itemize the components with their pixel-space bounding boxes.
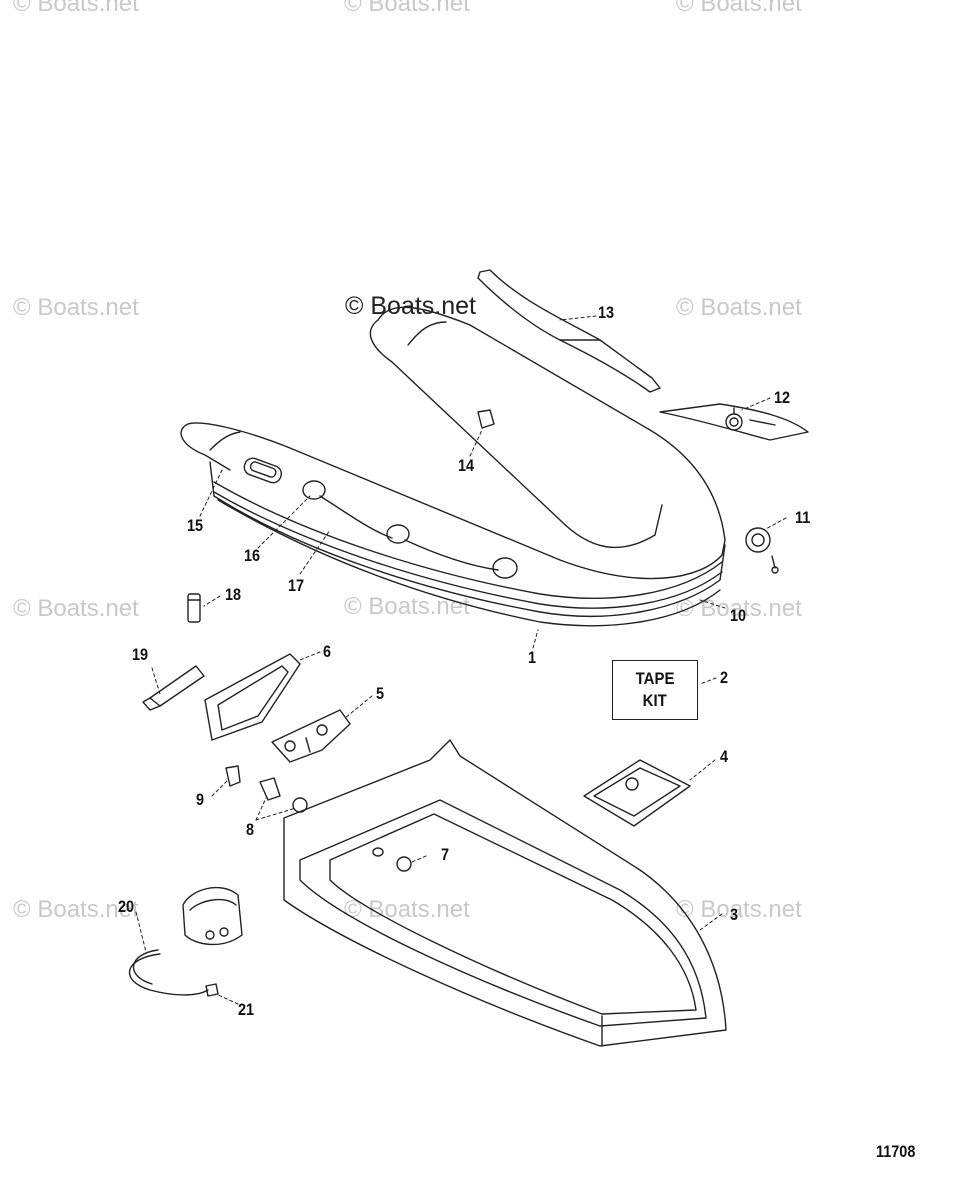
watermark-row4-left: © Boats.net (13, 896, 139, 923)
callout-10: 10 (730, 606, 747, 625)
callout-19: 19 (132, 645, 149, 664)
tape-kit-line1: TAPE (635, 669, 675, 688)
leader-lines (135, 315, 787, 1005)
watermark-row3-right: © Boats.net (676, 595, 802, 622)
callout-13: 13 (598, 303, 615, 322)
callout-4: 4 (720, 747, 729, 766)
callout-18: 18 (225, 585, 242, 604)
oar (477, 269, 661, 393)
watermark-row3-center: © Boats.net (344, 593, 470, 620)
plug (396, 856, 412, 872)
callout-17: 17 (288, 576, 305, 595)
watermark-main: © Boats.net (345, 292, 476, 320)
transom-plate (271, 709, 351, 763)
watermark-row2-right: © Boats.net (676, 294, 802, 321)
inspection-cover (583, 759, 691, 827)
foot-pump (128, 886, 243, 996)
callout-16: 16 (244, 546, 261, 565)
callout-6: 6 (323, 642, 332, 661)
callout-8: 8 (246, 820, 255, 839)
callout-1: 1 (528, 648, 537, 667)
hose-adapter (205, 983, 219, 997)
callout-21: 21 (238, 1000, 255, 1019)
tape-kit-box: TAPE KIT (612, 660, 698, 720)
watermark-row4-right: © Boats.net (676, 896, 802, 923)
watermark-row4-center: © Boats.net (344, 896, 470, 923)
watermark-row2-left: © Boats.net (13, 294, 139, 321)
callout-3: 3 (730, 905, 739, 924)
drain-plug (259, 777, 308, 813)
valve-cap (225, 765, 241, 787)
watermark-top-right: © Boats.net (676, 0, 802, 17)
figure-number: 11708 (876, 1142, 916, 1161)
sealant-tube (142, 665, 205, 711)
watermark-top-left: © Boats.net (13, 0, 139, 17)
oarlock-plate (659, 403, 809, 441)
callout-15: 15 (187, 516, 204, 535)
inflatable-boat-hull (180, 306, 726, 627)
watermark-top-center: © Boats.net (344, 0, 470, 17)
callout-7: 7 (441, 845, 450, 864)
inflation-valve (745, 527, 779, 574)
callout-11: 11 (795, 508, 811, 527)
callout-14: 14 (458, 456, 475, 475)
glue-tube (187, 593, 201, 623)
transom-gasket (204, 653, 301, 741)
tape-kit-line2: KIT (642, 691, 668, 710)
floor-hull (283, 739, 727, 1047)
callout-20: 20 (118, 897, 135, 916)
callout-12: 12 (774, 388, 791, 407)
callout-2: 2 (720, 668, 729, 687)
callout-9: 9 (196, 790, 205, 809)
callout-5: 5 (376, 684, 385, 703)
watermark-row3-left: © Boats.net (13, 595, 139, 622)
